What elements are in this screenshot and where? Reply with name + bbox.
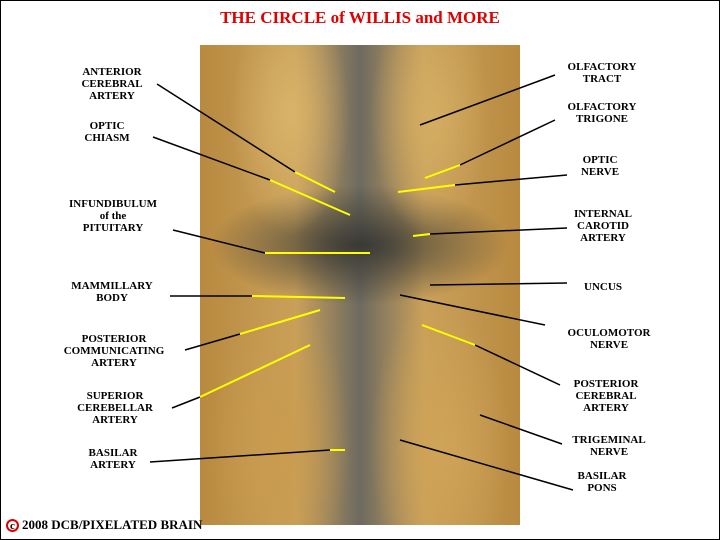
line-olfactory-trigone: [459, 119, 556, 166]
label-posterior-cerebral-artery: POSTERIOR CEREBRAL ARTERY: [573, 378, 639, 414]
label-basilar-artery: BASILAR ARTERY: [88, 447, 138, 471]
line-sup-cerebellar: [171, 396, 201, 409]
label-internal-carotid-artery: INTERNAL CAROTID ARTERY: [573, 208, 633, 244]
line-basilar-pons: [399, 439, 574, 491]
label-mammillary-body: MAMMILLARY BODY: [71, 280, 153, 304]
label-trigeminal-nerve: TRIGEMINAL NERVE: [572, 434, 646, 458]
label-olfactory-trigone: OLFACTORY TRIGONE: [567, 101, 637, 125]
label-anterior-cerebral-artery: ANTERIOR CEREBRAL ARTERY: [81, 66, 143, 102]
label-posterior-communicating-artery: POSTERIOR COMMUNICATING ARTERY: [63, 333, 165, 369]
line-uncus: [429, 282, 568, 286]
line-oculomotor: [399, 294, 546, 326]
line-optic-chiasm: [152, 136, 271, 181]
label-optic-nerve: OPTIC NERVE: [580, 154, 620, 178]
copyright-text: 2008 DCB/PIXELATED BRAIN: [22, 517, 203, 532]
line-infundibulum: [172, 229, 266, 254]
label-uncus: UNCUS: [584, 281, 622, 293]
line-basilar-artery: [149, 449, 331, 463]
line-post-comm: [184, 333, 241, 351]
line-anterior-cerebral: [156, 83, 296, 173]
label-superior-cerebellar-artery: SUPERIOR CEREBELLAR ARTERY: [77, 390, 153, 426]
line-post-cerebral: [474, 344, 561, 386]
label-optic-chiasm: OPTIC CHIASM: [84, 120, 130, 144]
slide-title: THE CIRCLE of WILLIS and MORE: [220, 8, 500, 27]
label-infundibulum: INFUNDIBULUM of the PITUITARY: [69, 198, 157, 234]
label-oculomotor-nerve: OCULOMOTOR NERVE: [567, 327, 651, 351]
line-internal-carotid: [429, 227, 568, 235]
line-trigeminal: [479, 414, 563, 445]
label-basilar-pons: BASILAR PONS: [577, 470, 627, 494]
line-olfactory-tract: [419, 74, 556, 126]
line-optic-nerve: [454, 174, 568, 186]
copyright-icon: c: [6, 519, 19, 532]
label-olfactory-tract: OLFACTORY TRACT: [567, 61, 637, 85]
